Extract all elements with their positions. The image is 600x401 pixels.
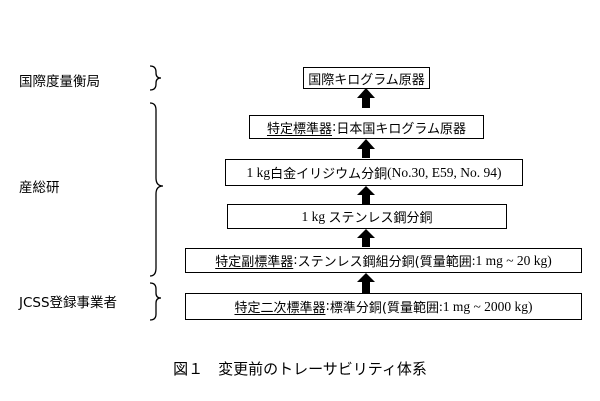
national-standard-text: 日本国キログラム原器: [336, 121, 467, 137]
org-jcss-label: JCSS登録事業者: [19, 295, 118, 311]
platinum-prefix: 1 kg: [246, 164, 271, 180]
box-tertiary-standard: 特定二次標準器:標準分銅(質量範囲:1 mg ~ 2000 kg): [185, 293, 582, 320]
box-ipk-text: 国際キログラム原器: [308, 72, 425, 88]
national-standard-label: 特定標準器: [266, 121, 332, 137]
tertiary-text: 標準分銅: [329, 301, 382, 316]
brace-bipm: [149, 65, 162, 91]
tertiary-sep: :: [325, 299, 330, 314]
org-aist-label: 産総研: [19, 180, 60, 196]
box-international-prototype: 国際キログラム原器: [303, 67, 430, 89]
platinum-detail: (No.30, E59, No. 94): [387, 164, 502, 180]
box-secondary-standard: 特定副標準器:ステンレス鋼組分銅(質量範囲:1 mg ~ 20 kg): [185, 248, 582, 273]
brace-aist: [149, 102, 164, 277]
stainless-prefix: 1 kg: [301, 208, 329, 224]
figure-caption: 図１ 変更前のトレーサビリティ体系: [173, 360, 427, 378]
arrow-up-1: [357, 88, 375, 108]
arrow-up-2: [357, 139, 375, 158]
org-bipm-label: 国際度量衡局: [19, 74, 100, 90]
secondary-text: ステンレス鋼組分銅: [297, 255, 415, 270]
arrow-up-4: [357, 229, 375, 247]
box-stainless-1kg: 1 kg ステンレス鋼分銅: [227, 204, 507, 229]
arrow-up-3: [357, 186, 375, 204]
platinum-text: 白金イリジウム分銅: [270, 167, 388, 182]
secondary-label: 特定副標準器: [215, 255, 294, 270]
stainless-text: ステンレス鋼分銅: [328, 211, 433, 226]
arrow-up-5: [357, 273, 375, 293]
box-national-standard: 特定標準器:日本国キログラム原器: [249, 115, 484, 139]
tertiary-qual: (質量範囲: [381, 301, 439, 316]
tertiary-range: :1 mg ~ 2000 kg): [438, 298, 533, 314]
national-standard-sep: :: [332, 119, 337, 135]
tertiary-label: 特定二次標準器: [234, 301, 326, 316]
secondary-qual: (質量範囲: [414, 255, 472, 270]
brace-jcss: [149, 282, 162, 321]
secondary-sep: :: [293, 253, 298, 268]
secondary-range: :1 mg ~ 20 kg): [471, 252, 552, 268]
